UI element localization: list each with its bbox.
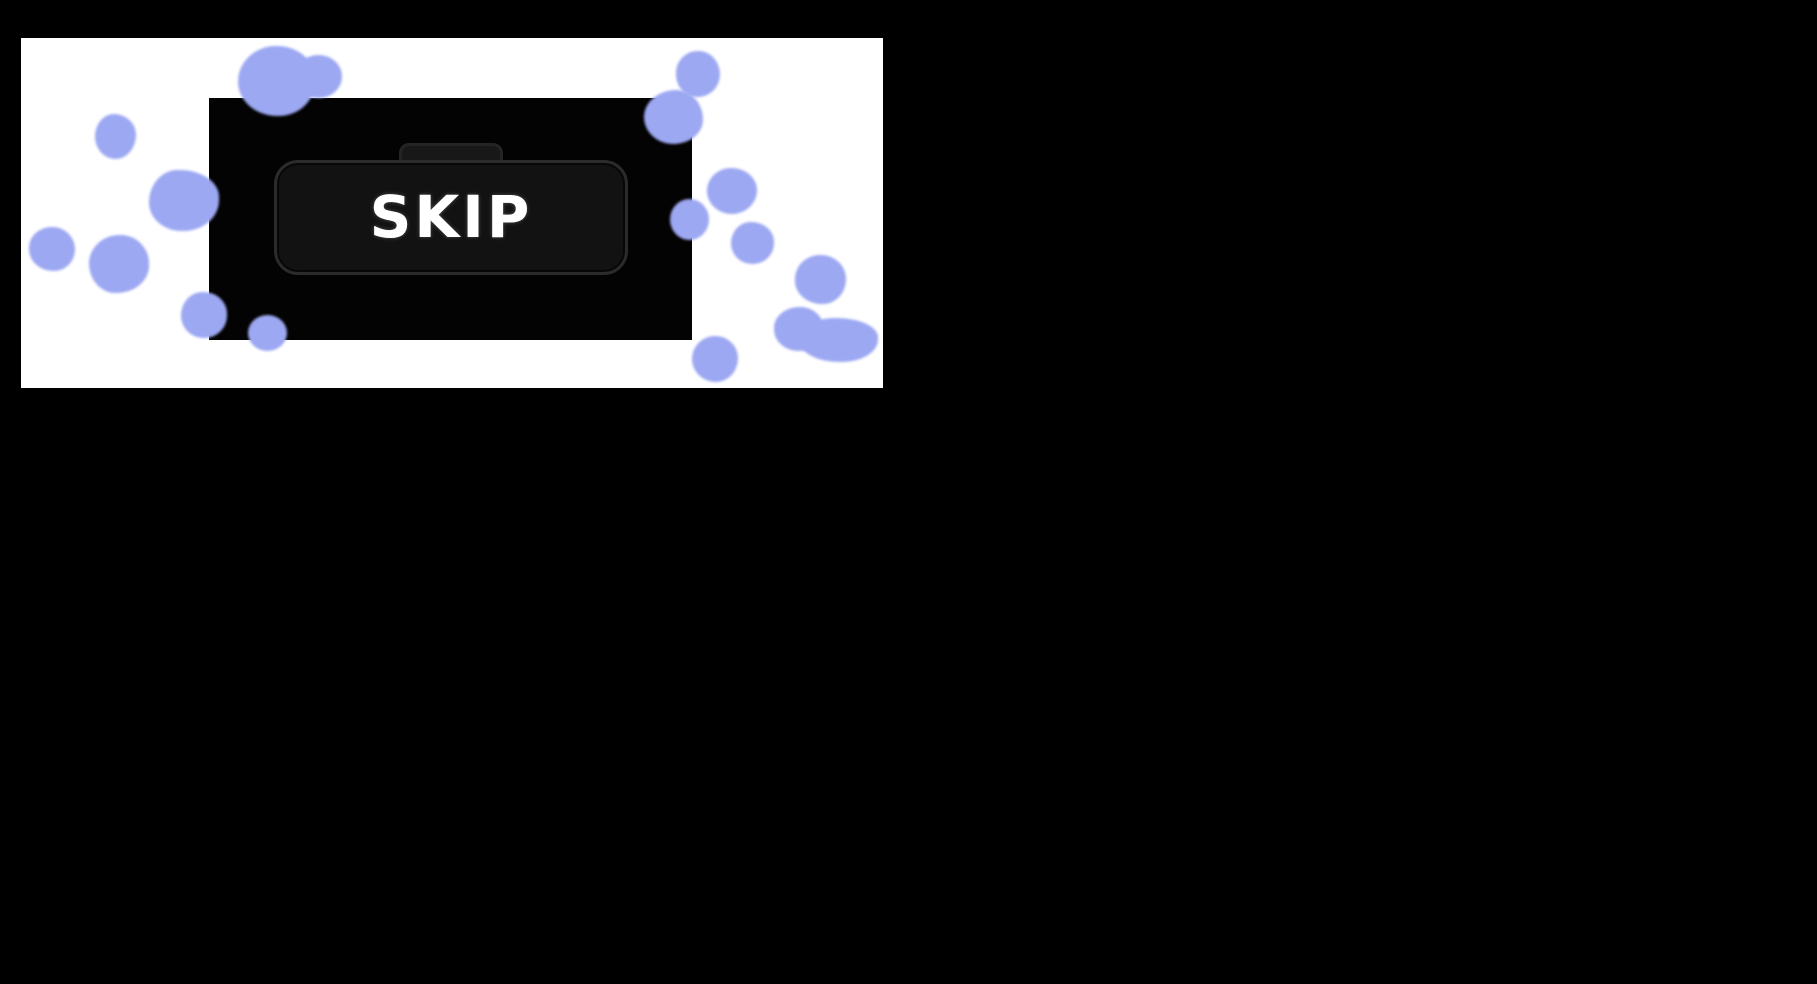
drawing-canvas[interactable]: SKIP [21, 38, 883, 388]
paint-blob [774, 307, 824, 351]
paint-blob [800, 318, 878, 362]
paint-blob [692, 336, 738, 382]
paint-blob [89, 235, 149, 293]
skip-button[interactable]: SKIP [274, 160, 628, 275]
paint-blob [707, 168, 757, 214]
paint-blob [95, 114, 136, 159]
paint-blob [676, 51, 720, 97]
paint-blob [795, 255, 846, 304]
paint-blob [731, 222, 774, 264]
paint-blob [29, 227, 75, 271]
skip-panel: SKIP [209, 98, 692, 340]
paint-blob [295, 55, 342, 98]
